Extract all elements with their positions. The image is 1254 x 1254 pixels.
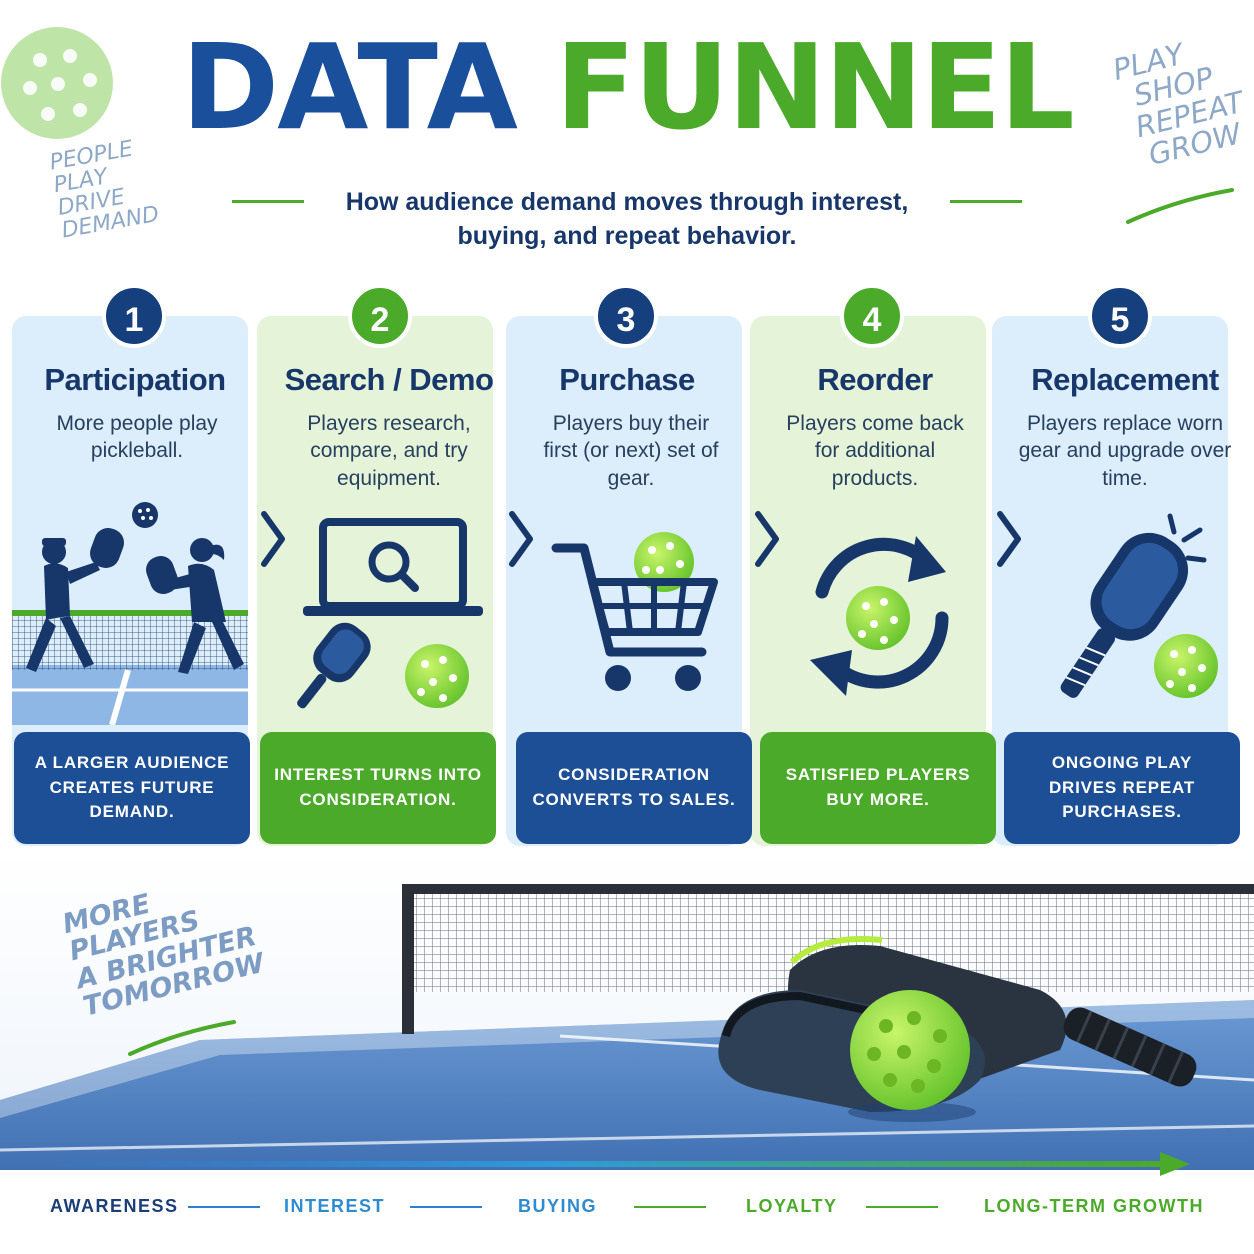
stage-title: Reorder <box>817 362 933 397</box>
stage-description: Players buy their first (or next) set of… <box>543 412 719 490</box>
page-title: DATA FUNNEL <box>0 28 1254 146</box>
underline-swoosh-icon <box>1126 188 1234 224</box>
stage-number-badge: 3 <box>594 284 658 348</box>
journey-separator <box>866 1206 938 1208</box>
players-on-court-icon <box>12 502 248 725</box>
shopping-cart-icon <box>551 532 718 691</box>
journey-label-awareness: AWARENESS <box>50 1196 179 1216</box>
paddle-icon <box>297 622 371 709</box>
paddle-ball-icon <box>1060 513 1218 698</box>
stage-description: Players research, compare, and try equip… <box>307 412 471 490</box>
stage-description: Players replace worn gear and upgrade ov… <box>1018 412 1232 490</box>
net-icon <box>402 884 1254 1034</box>
stage-title: Search / Demo <box>284 362 494 397</box>
chevron-right-icon <box>997 511 1021 567</box>
chevron-right-icon <box>261 511 285 567</box>
subtitle-rule-left <box>232 200 304 203</box>
pickleball-icon <box>848 990 976 1122</box>
chevron-right-icon <box>509 511 533 567</box>
stage-title: Replacement <box>1031 362 1219 397</box>
stage-title: Participation <box>44 362 226 397</box>
stage-footer: Satisfied players buy more. <box>760 732 996 844</box>
chevron-right-icon <box>755 511 779 567</box>
subtitle: How audience demand moves through intere… <box>345 188 909 250</box>
underline-swoosh-icon <box>128 1020 236 1056</box>
stage-number-badge: 2 <box>348 284 412 348</box>
subtitle-rule-right <box>950 200 1022 203</box>
pickleball-icon <box>1 27 113 139</box>
journey-label-interest: INTEREST <box>284 1196 386 1216</box>
stage-title: Purchase <box>559 362 695 397</box>
progress-arrow <box>60 1152 1190 1176</box>
reorder-cycle-icon <box>810 536 949 696</box>
stage-number-badge: 1 <box>102 284 166 348</box>
title-word-funnel: FUNNEL <box>555 18 1075 156</box>
stage-footer: A larger audience creates future demand. <box>14 732 250 844</box>
court-scene-illustration <box>0 850 1254 1170</box>
side-note-left: PEOPLE PLAY DRIVE DEMAND <box>47 136 161 244</box>
journey-separator <box>410 1206 482 1208</box>
journey-label-long-term-growth: LONG-TERM GROWTH <box>984 1196 1204 1216</box>
stage-number-badge: 4 <box>840 284 904 348</box>
stage-number-badge: 5 <box>1088 284 1152 348</box>
title-word-data: DATA <box>181 18 518 156</box>
journey-label-buying: BUYING <box>518 1196 598 1216</box>
stage-footer: Interest turns into consideration. <box>260 732 496 844</box>
stage-footer: Consideration converts to sales. <box>516 732 752 844</box>
journey-label-loyalty: LOYALTY <box>746 1196 838 1216</box>
stage-footer: Ongoing play drives repeat purchases. <box>1004 732 1240 844</box>
journey-separator <box>634 1206 706 1208</box>
stage-description: Players come back for additional product… <box>786 412 964 490</box>
journey-separator <box>188 1206 260 1208</box>
laptop-search-icon <box>297 518 483 709</box>
stage-description: More people play pickleball. <box>56 412 218 463</box>
